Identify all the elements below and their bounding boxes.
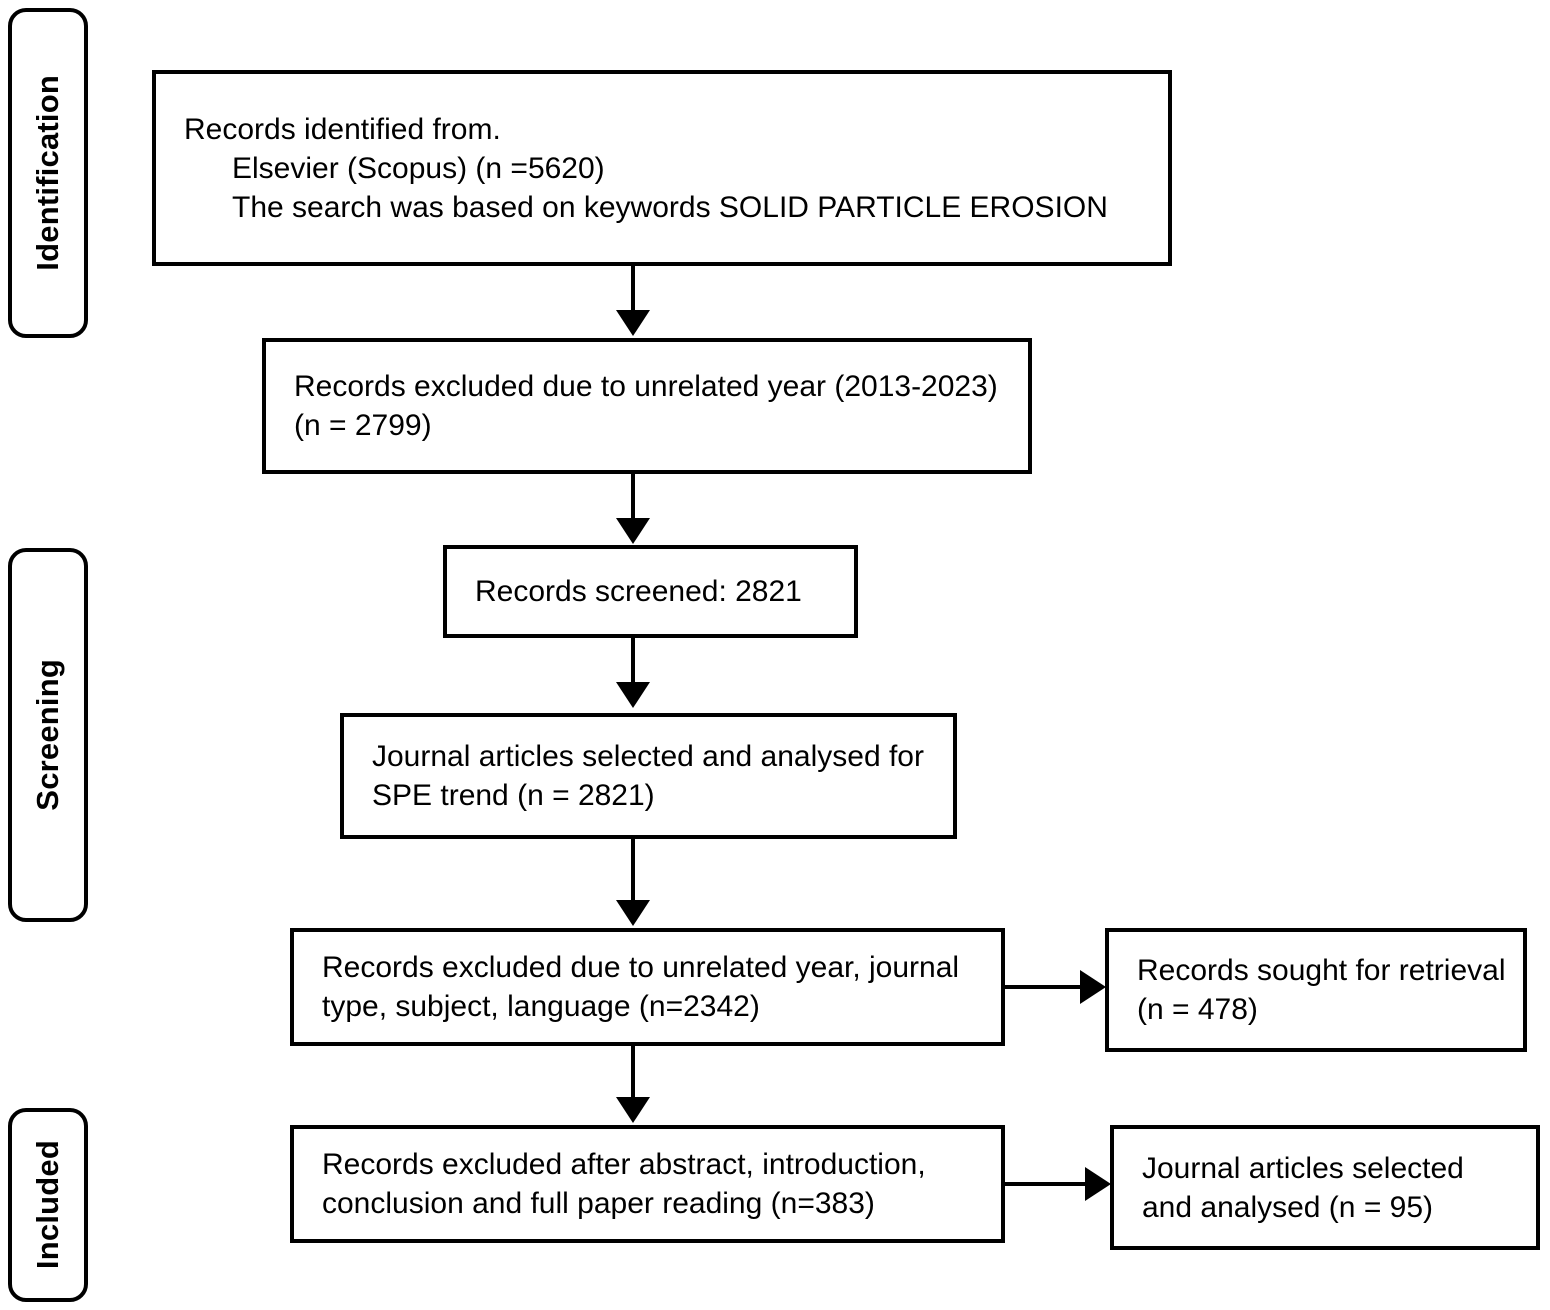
node-excluded-after-reading-line-1: Records excluded after abstract, introdu…	[322, 1148, 926, 1181]
node-records-sought-for-retrieval-line-1: Records sought for retrieval	[1137, 954, 1506, 987]
connector-excluded-subject-to-excluded-reading	[631, 1046, 635, 1099]
arrowhead-excluded-year-to-screened	[616, 518, 650, 544]
node-excluded-after-reading: Records excluded after abstract, introdu…	[290, 1125, 1005, 1243]
node-journal-articles-spe-trend: Journal articles selected and analysed f…	[340, 713, 957, 839]
arrowhead-excluded-reading-to-included	[1085, 1167, 1111, 1201]
node-excluded-unrelated-year-line-1: Records excluded due to unrelated year (…	[294, 370, 998, 403]
arrowhead-screened-to-spe-trend	[616, 682, 650, 708]
stage-included: Included	[8, 1108, 88, 1302]
connector-identified-to-excluded-year	[631, 266, 635, 312]
connector-excluded-subject-to-sought	[1005, 985, 1083, 989]
node-records-sought-for-retrieval-line-2: (n = 478)	[1137, 993, 1258, 1026]
node-journal-articles-spe-trend-line-1: Journal articles selected and analysed f…	[372, 740, 924, 773]
arrowhead-excluded-subject-to-sought	[1080, 970, 1106, 1004]
arrowhead-identified-to-excluded-year	[616, 310, 650, 336]
node-records-screened: Records screened: 2821	[443, 545, 858, 638]
node-journal-articles-analysed-line-1: Journal articles selected	[1142, 1151, 1464, 1185]
node-excluded-after-reading-line-2: conclusion and full paper reading (n=383…	[322, 1187, 875, 1220]
node-excluded-year-type-subject-language: Records excluded due to unrelated year, …	[290, 928, 1005, 1046]
connector-screened-to-spe-trend	[631, 638, 635, 683]
node-excluded-unrelated-year: Records excluded due to unrelated year (…	[262, 338, 1032, 474]
node-records-identified: Records identified from. Elsevier (Scopu…	[152, 70, 1172, 266]
node-records-screened-line-1: Records screened: 2821	[475, 575, 802, 608]
node-records-sought-for-retrieval: Records sought for retrieval (n = 478)	[1105, 928, 1527, 1052]
node-journal-articles-spe-trend-line-2: SPE trend (n = 2821)	[372, 779, 655, 812]
stage-screening-label: Screening	[30, 659, 65, 811]
connector-excluded-year-to-screened	[631, 474, 635, 520]
stage-included-label: Included	[30, 1140, 65, 1270]
node-records-identified-line-3: The search was based on keywords SOLID P…	[232, 190, 1108, 224]
node-journal-articles-analysed-line-2: and analysed (n = 95)	[1142, 1190, 1434, 1224]
node-excluded-year-type-subject-language-line-2: type, subject, language (n=2342)	[322, 990, 760, 1023]
stage-identification: Identification	[8, 8, 88, 338]
stage-screening: Screening	[8, 548, 88, 922]
node-journal-articles-analysed: Journal articles selected and analysed (…	[1110, 1125, 1540, 1250]
connector-spe-trend-to-excluded-subject	[631, 839, 635, 902]
node-records-identified-line-2: Elsevier (Scopus) (n =5620)	[232, 151, 605, 185]
node-excluded-unrelated-year-line-2: (n = 2799)	[294, 409, 432, 442]
arrowhead-spe-trend-to-excluded-subject	[616, 900, 650, 926]
stage-identification-label: Identification	[30, 75, 65, 271]
node-excluded-year-type-subject-language-line-1: Records excluded due to unrelated year, …	[322, 951, 960, 984]
arrowhead-excluded-subject-to-excluded-reading	[616, 1097, 650, 1123]
connector-excluded-reading-to-included	[1005, 1182, 1088, 1186]
node-records-identified-line-1: Records identified from.	[184, 112, 501, 146]
